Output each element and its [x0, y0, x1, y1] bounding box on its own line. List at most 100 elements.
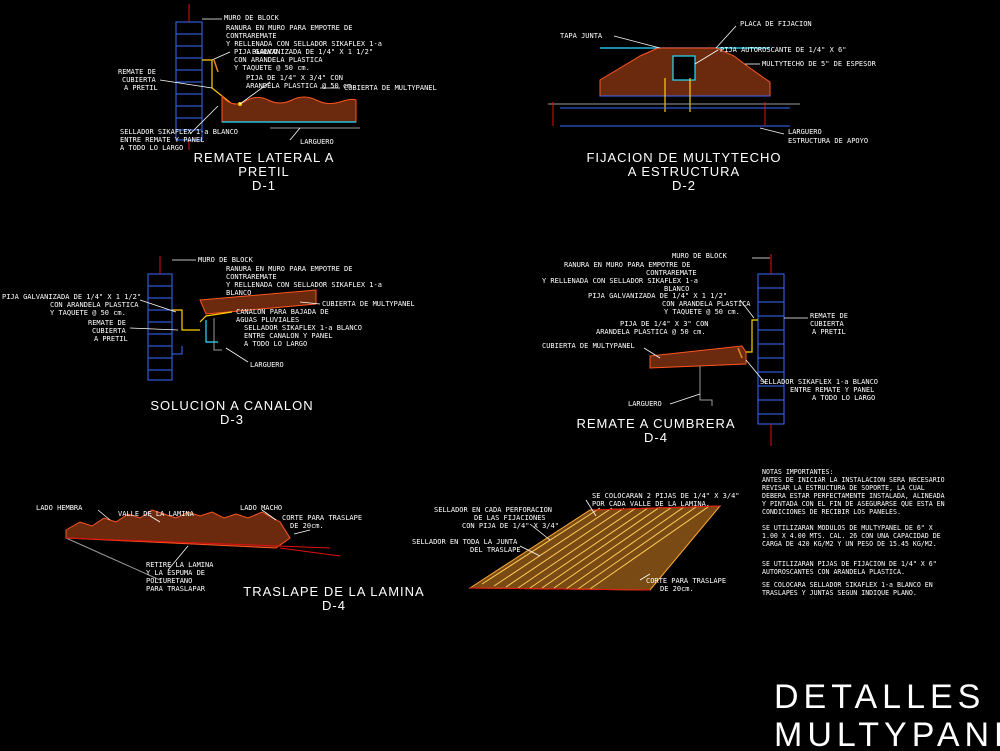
label: CON ARANDELA PLASTICA — [662, 300, 751, 308]
label: PARA TRASLAPAR — [146, 585, 206, 593]
label: A TODO LO LARGO — [120, 144, 183, 152]
detail-code: D-1 — [252, 178, 276, 193]
detail-title: PRETIL — [238, 164, 290, 179]
label: CONTRAREMATE — [226, 273, 277, 281]
label: CORTE PARA TRASLAPE — [646, 577, 726, 585]
d3-labels: MURO DE BLOCK RANURA EN MURO PARA EMPOTR… — [2, 256, 415, 427]
label: BLANCO — [226, 289, 251, 297]
d1-labels: MURO DE BLOCK RANURA EN MURO PARA EMPOTR… — [118, 14, 437, 193]
sheet-title-line: MULTYPANEL — [774, 716, 1000, 751]
detail-d6 — [468, 505, 722, 591]
note-line: REVISAR LA ESTRUCTURA DE SOPORTE, LA CUA… — [762, 484, 925, 492]
label: MURO DE BLOCK — [672, 252, 728, 260]
detail-code: D-3 — [220, 412, 244, 427]
label: A TODO LO LARGO — [812, 394, 875, 402]
canalon — [205, 320, 218, 343]
label: RETIRE LA LAMINA — [146, 561, 214, 569]
label: Y TAQUETE @ 50 cm. — [50, 309, 126, 317]
label: ARANDELA PLASTICA @ 50 cm. — [596, 328, 706, 336]
label: CONTRAREMATE — [646, 269, 697, 277]
detail-title: SOLUCION A CANALON — [150, 398, 313, 413]
label: LARGUERO — [628, 400, 662, 408]
label: CUBIERTA DE MULTYPANEL — [542, 342, 635, 350]
note-line: SE UTILIZARAN MODULOS DE MULTYPANEL DE 6… — [762, 524, 933, 532]
label: Y TAQUETE @ 50 cm. — [664, 308, 740, 316]
label: MULTYTECHO DE 5" DE ESPESOR — [762, 60, 877, 68]
label: VALLE DE LA LAMINA — [118, 510, 195, 518]
label: LARGUERO — [788, 128, 822, 136]
label: CUBIERTA — [122, 76, 157, 84]
flashing — [202, 59, 233, 105]
label: PIJA GALVANIZADA DE 1/4" X 1 1/2" — [2, 293, 141, 301]
block-wall — [175, 4, 203, 150]
note-line: CONDICIONES DE RECIBIR LOS PANELES. — [762, 508, 901, 516]
detail-title: TRASLAPE DE LA LAMINA — [243, 584, 424, 599]
label: MURO DE BLOCK — [224, 14, 280, 22]
label: MURO DE BLOCK — [198, 256, 254, 264]
detail-code: D-2 — [672, 178, 696, 193]
label: DEL TRASLAPE — [470, 546, 521, 554]
detail-title: A ESTRUCTURA — [628, 164, 740, 179]
sheet-title: DETALLES MULTYPANEL — [774, 678, 1000, 751]
roof-panel — [221, 94, 357, 123]
label: CONTRAREMATE — [226, 32, 277, 40]
note-line: TRASLAPES Y JUNTAS SEGUN INDIQUE PLANO. — [762, 589, 917, 597]
label: Y TAQUETE @ 50 cm. — [234, 64, 310, 72]
detail-d4 — [649, 254, 785, 446]
detail-d1 — [175, 4, 360, 150]
label: REMATE DE — [810, 312, 848, 320]
label: SE COLOCARAN 2 PIJAS DE 1/4" X 3/4" — [592, 492, 740, 500]
detail-title: FIJACION DE MULTYTECHO — [586, 150, 781, 165]
label: PIJA AUTOROSCANTE DE 1/4" X 6" — [720, 46, 846, 54]
label: DE LAS FIJACIONES — [474, 514, 546, 522]
label: DE 20cm. — [660, 585, 694, 593]
label: CUBIERTA DE MULTYPANEL — [344, 84, 437, 92]
detail-code: D-4 — [644, 430, 668, 445]
d4-labels: MURO DE BLOCK RANURA EN MURO PARA EMPOTR… — [542, 252, 878, 445]
block-wall — [757, 254, 785, 446]
label: ENTRE REMATE Y PANEL — [120, 136, 204, 144]
note-line: CARGA DE 420 KG/M2 Y UN PESO DE 15.45 KG… — [762, 540, 937, 548]
label: RANURA EN MURO PARA EMPOTRE DE — [226, 265, 352, 273]
label: CON ARANDELA PLASTICA — [50, 301, 139, 309]
label: POLIURETANO — [146, 577, 192, 585]
d6-labels: SE COLOCARAN 2 PIJAS DE 1/4" X 3/4" POR … — [412, 492, 740, 593]
label: Y RELLENADA CON SELLADOR SIKAFLEX 1-a — [226, 281, 382, 289]
label: Y RELLENADA CON SELLADOR SIKAFLEX 1-a — [542, 277, 698, 285]
detail-code: D-4 — [322, 598, 346, 613]
label: ARANDELA PLASTICA @ 50 cm. — [246, 82, 356, 90]
label: A PRETIL — [812, 328, 846, 336]
leader-lines — [97, 18, 808, 581]
label: PIJA GALVANIZADA DE 1/4" X 1 1/2" — [234, 48, 373, 56]
label: DE 20cm. — [290, 522, 324, 530]
label: PIJA DE 1/4" X 3" CON — [620, 320, 709, 328]
label: ENTRE REMATE Y PANEL — [790, 386, 874, 394]
label: CORTE PARA TRASLAPE — [282, 514, 362, 522]
label: POR CADA VALLE DE LA LAMINA. — [592, 500, 710, 508]
label: CUBIERTA DE MULTYPANEL — [322, 300, 415, 308]
note-line: ANTES DE INICIAR LA INSTALACION SERA NEC… — [762, 476, 945, 484]
label: REMATE DE — [88, 319, 126, 327]
label: RANURA EN MURO PARA EMPOTRE DE — [564, 261, 690, 269]
label: A PRETIL — [124, 84, 158, 92]
note-line: SE COLOCARA SELLADOR SIKAFLEX 1-a BLANCO… — [762, 581, 933, 589]
label: CUBIERTA — [92, 327, 127, 335]
note-line: DEBERA ESTAR PERFECTAMENTE INSTALADA, AL… — [762, 492, 945, 500]
label: SELLADOR EN CADA PERFORACION — [434, 506, 552, 514]
label: LARGUERO — [250, 361, 284, 369]
d5-labels: LADO HEMBRA VALLE DE LA LAMINA LADO MACH… — [36, 504, 424, 613]
label: ESTRUCTURA DE APOYO — [788, 137, 868, 145]
detail-title: REMATE A CUMBRERA — [576, 416, 735, 431]
label: LADO HEMBRA — [36, 504, 83, 512]
block-wall — [147, 256, 173, 381]
note-line: SE UTILIZARAN PIJAS DE FIJACION DE 1/4" … — [762, 560, 937, 568]
detail-d2 — [548, 47, 800, 127]
larguero — [699, 366, 713, 406]
label: SELLADOR EN TODA LA JUNTA — [412, 538, 518, 546]
label: AGUAS PLUVIALES — [236, 316, 299, 324]
notes-title: NOTAS IMPORTANTES: — [762, 468, 833, 476]
label: BLANCO — [252, 48, 277, 56]
label: A TODO LO LARGO — [244, 340, 307, 348]
label: LADO MACHO — [240, 504, 282, 512]
label: Y RELLENADA CON SELLADOR SIKAFLEX 1-a — [226, 40, 382, 48]
